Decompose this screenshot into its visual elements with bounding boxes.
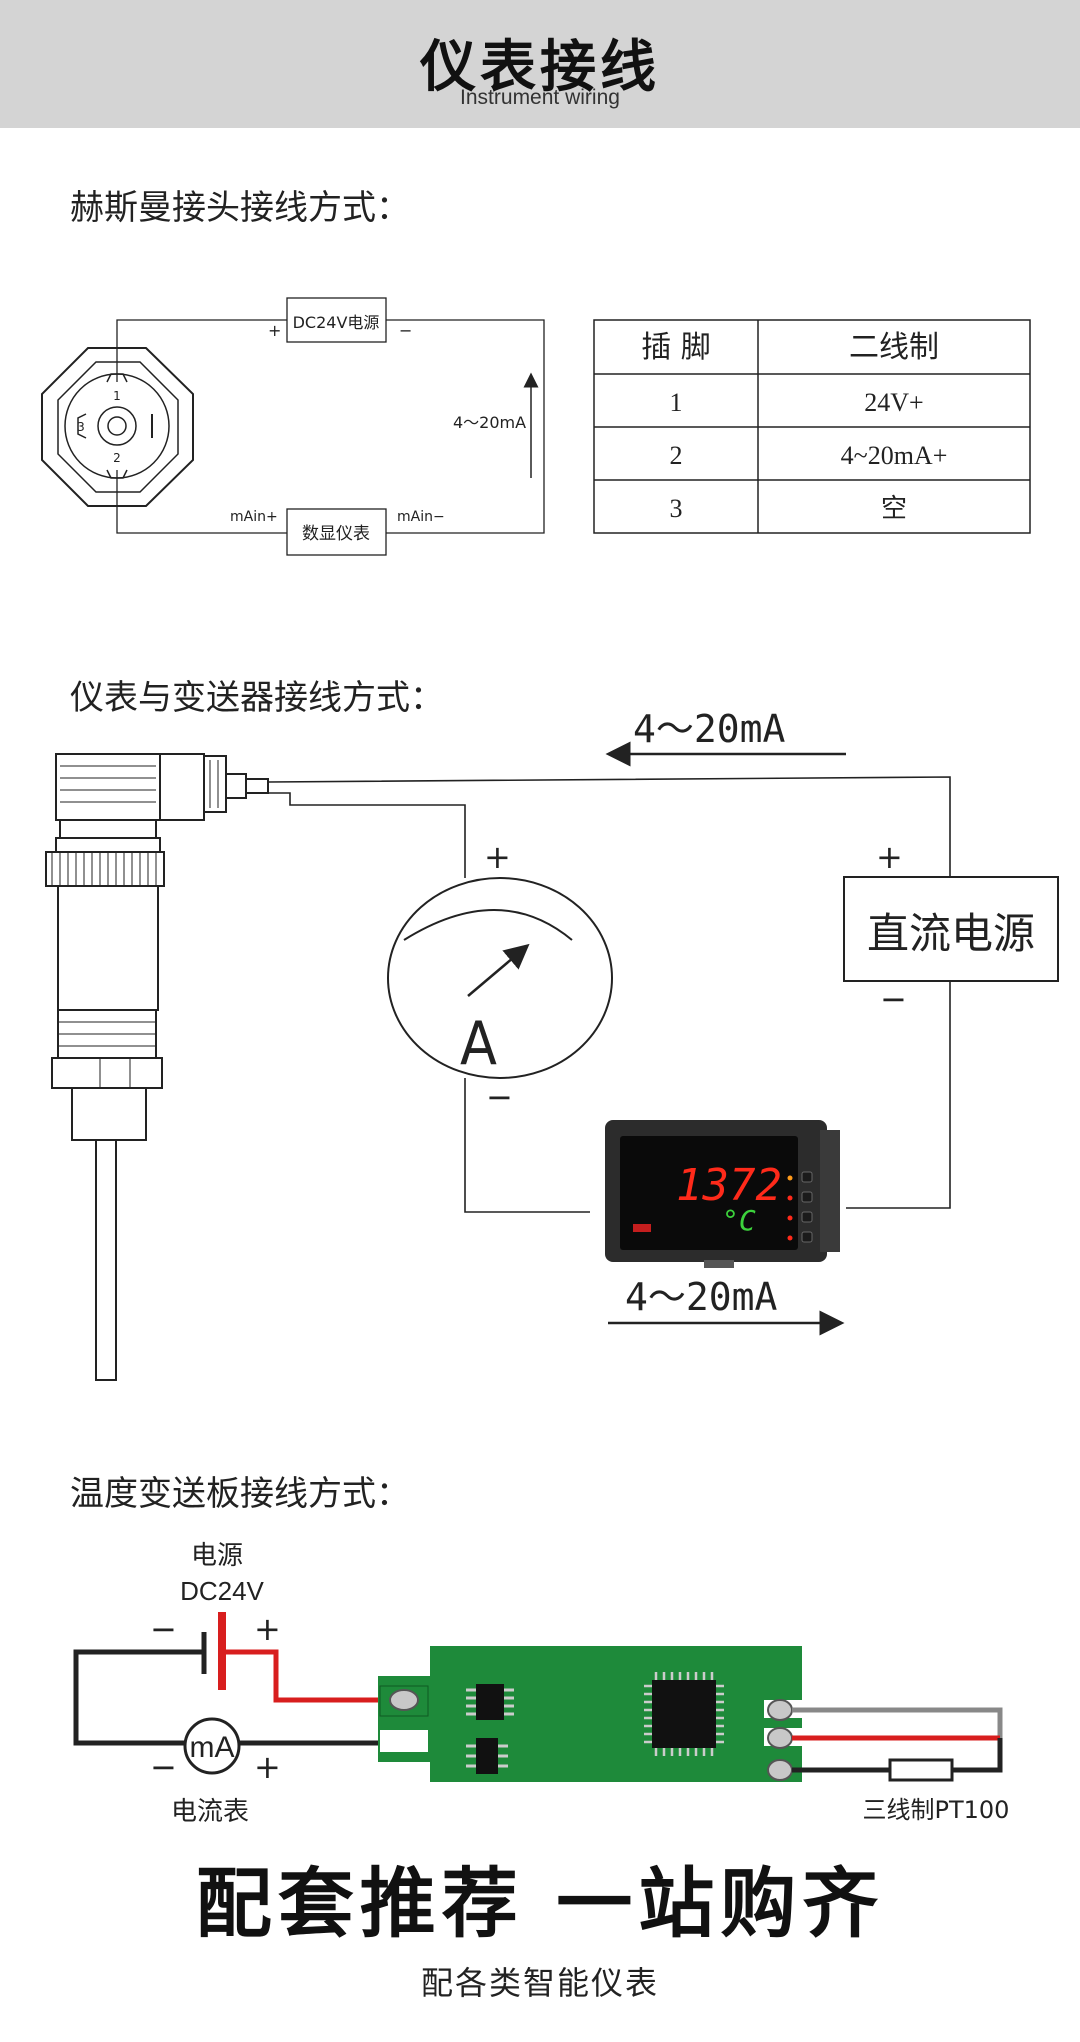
section2-title: 仪表与变送器接线方式： <box>70 678 444 718</box>
table-header-twowire: 二线制 <box>849 330 939 365</box>
connector-body <box>41 347 194 507</box>
promo-title: 配套推荐 一站购齐 <box>195 1859 885 1948</box>
milliammeter <box>183 1717 241 1775</box>
ammeter <box>387 877 613 1079</box>
pin-1-label: 1 <box>113 389 121 403</box>
pt100-resistor <box>888 1758 954 1782</box>
transmitter-pcb <box>378 1646 802 1782</box>
page-subtitle: Instrument wiring <box>460 86 620 109</box>
table-row-1-value: 24V+ <box>864 388 923 417</box>
page-title: 仪表接线 <box>420 35 660 100</box>
pin-3-label: 3 <box>77 420 85 434</box>
current-top-label: 4～20mA <box>633 707 786 751</box>
mA-minus: − <box>150 1748 177 1786</box>
pt100-label: 三线制PT100 <box>863 1796 1010 1824</box>
table-row-2-value: 4~20mA+ <box>841 441 948 470</box>
table-row-1-pin: 1 <box>670 388 683 417</box>
ammeter-symbol: A <box>460 1009 497 1079</box>
dc-plus: + <box>876 838 903 876</box>
dc24v-power-label: DC24V电源 <box>293 313 380 332</box>
digital-panel-meter: 1372 °C <box>605 1120 840 1268</box>
pressure-transmitter <box>45 753 269 1381</box>
promo-subtitle: 配各类智能仪表 <box>420 1964 659 2002</box>
hirschmann-diagram: 1 2 3 DC24V电源 数显仪表 + − mAin+ mAin− 4～20m… <box>41 297 545 556</box>
transmitter-diagram: 4～20mA A + − 直流电源 + − 1372 °C <box>45 707 1059 1381</box>
main-plus-label: mAin+ <box>230 509 278 525</box>
dc-minus: − <box>880 980 907 1018</box>
ammeter-plus: + <box>484 838 511 876</box>
temperature-board-diagram: 电源 DC24V − + mA 电流表 − + <box>73 1541 1010 1827</box>
microcontroller-chip <box>652 1680 716 1748</box>
ammeter-minus: − <box>486 1078 513 1116</box>
page-header: 仪表接线 Instrument wiring <box>0 0 1080 128</box>
table-row-2-pin: 2 <box>670 441 683 470</box>
battery-plus: + <box>254 1610 281 1648</box>
power-minus-sign: − <box>399 321 412 340</box>
dc-power-label: 直流电源 <box>867 909 1035 958</box>
table-row-3-pin: 3 <box>670 494 683 523</box>
display-reading: 1372 <box>676 1160 782 1211</box>
pin-table: 插 脚 二线制 1 24V+ 2 4~20mA+ 3 空 <box>593 319 1031 534</box>
pin-2-label: 2 <box>113 451 121 465</box>
section3-title: 温度变送板接线方式： <box>70 1474 410 1514</box>
current-label: 4～20mA <box>453 413 526 432</box>
battery-minus: − <box>150 1610 177 1648</box>
digital-display-label: 数显仪表 <box>302 524 370 544</box>
main-minus-label: mAin− <box>397 509 445 525</box>
table-row-3-value: 空 <box>881 494 907 524</box>
power-plus-sign: + <box>268 321 281 340</box>
dc-power-box <box>843 876 1059 982</box>
table-header-pin: 插 脚 <box>641 330 711 365</box>
connector-center <box>97 406 137 446</box>
digital-display-box <box>286 508 387 556</box>
display-unit: °C <box>722 1204 756 1237</box>
milliammeter-symbol: mA <box>190 1731 235 1764</box>
power-voltage: DC24V <box>180 1576 264 1606</box>
section1-title: 赫斯曼接头接线方式： <box>70 188 410 228</box>
ammeter-name: 电流表 <box>171 1797 249 1827</box>
dc24v-power-box <box>286 297 387 343</box>
current-bottom-label: 4～20mA <box>625 1275 778 1319</box>
power-label: 电源 <box>191 1541 243 1571</box>
mA-plus: + <box>254 1748 281 1786</box>
